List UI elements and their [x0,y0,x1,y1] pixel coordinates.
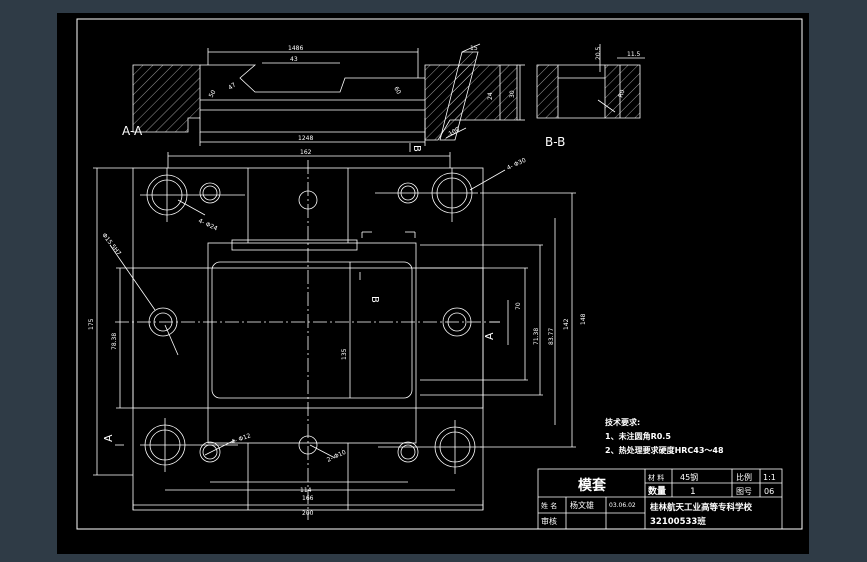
title-block-school: 桂林航天工业高等专科学校 [649,502,753,513]
section-a-a-view [132,43,525,146]
section-mark-b-top: B [411,145,422,152]
dim-bb-depth: 20.5 [595,46,602,60]
dim-47: 47 [227,81,237,91]
title-block-name-value: 杨文雄 [570,500,594,510]
section-b-b-label: B-B [545,135,565,149]
dim-148: 148 [580,313,587,325]
drawing-frame [76,18,803,530]
dim-162: 162 [300,149,312,156]
section-a-a-label: A-A [122,124,143,138]
title-block-date: 03.06.02 [609,502,636,509]
section-mark-a-left: A [102,434,115,442]
title-block-drawing-no-label: 图号 [736,487,752,496]
dim-70: 70 [515,302,522,310]
dim-24: 24 [487,92,494,100]
title-block-material-label: 材 料 [648,473,664,482]
tech-notes-title: 技术要求: [605,417,640,427]
tech-note-1: 1、未注圆角R0.5 [605,431,671,441]
title-block-class: 32100533班 [650,516,706,527]
dim-15: 15 [470,45,478,52]
section-mark-a-right: A [483,332,496,340]
title-block-qty-value: 1 [690,487,696,497]
dim-30: 30 [509,90,516,98]
dim-83-77: 83.77 [548,328,555,345]
dim-100: 100 [448,126,462,138]
title-block-material-value: 45钢 [680,472,698,482]
dim-bb-radius: R0 [617,89,626,99]
dim-142: 142 [563,318,570,330]
dim-200: 200 [302,510,314,517]
dim-50: 50 [208,89,218,99]
title-block-scale-value: 1:1 [763,473,776,482]
dim-166: 166 [302,495,314,502]
title-block-review-label: 审核 [541,516,557,526]
title-block-name-label: 姓 名 [541,501,557,510]
dim-bottom-width: 1248 [298,135,313,142]
dim-135: 135 [341,348,348,360]
dim-43: 43 [290,56,298,63]
title-block-drawing-no-value: 06 [764,487,774,496]
dim-top-width: 1486 [288,45,303,52]
plan-view [93,143,576,520]
dim-175: 175 [88,318,95,330]
section-mark-b-inner: B [369,296,380,303]
title-block-part-name: 模套 [578,477,606,494]
title-block [537,468,783,530]
tech-note-2: 2、热处理要求硬度HRC43～48 [605,445,724,455]
dim-114: 114 [300,487,312,494]
dim-78-38: 78.38 [111,333,118,350]
dim-60: 60 [392,86,402,96]
section-b-b-view [536,44,645,119]
dim-71-38: 71.38 [533,328,540,345]
title-block-scale-label: 比例 [736,472,752,482]
dim-bb-top: 11.5 [627,51,641,58]
title-block-qty-label: 数量 [648,485,666,497]
